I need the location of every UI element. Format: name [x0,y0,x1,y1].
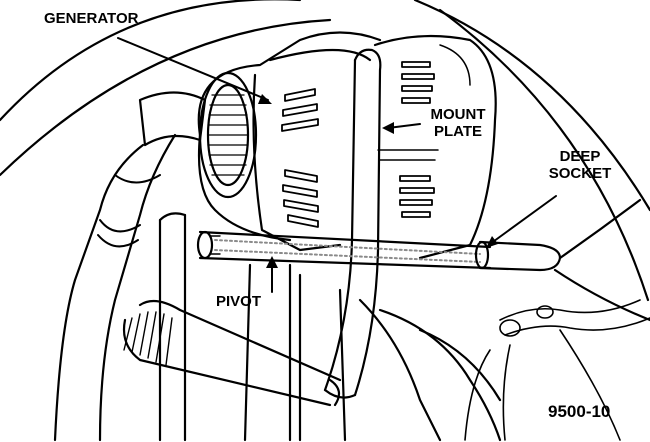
front-cooling-slots [281,88,319,228]
callout-leaders [117,37,557,293]
lower-ribbed-hose [122,299,342,407]
lower-bracket [158,212,502,442]
engine-outline-arcs [0,0,650,302]
deep-socket-label: DEEP SOCKET [542,148,618,182]
mount-plate-label-line1: MOUNT [430,106,486,123]
deep-socket [474,198,650,322]
mount-plate-label-line2: PLATE [433,123,483,140]
pivot-label: PIVOT [216,293,262,310]
deep-socket-leader [489,195,557,245]
upper-hose [53,91,207,442]
deep-socket-label-line1: DEEP [559,148,601,165]
figure-number: 9500-10 [548,402,611,421]
mount-plate [323,48,382,399]
generator-label: GENERATOR [44,10,139,27]
deep-socket-label-line2: SOCKET [548,165,612,182]
wiring-harness [464,299,650,441]
mount-plate-label: MOUNT PLATE [420,106,496,140]
generator-body [197,31,497,260]
rear-cooling-slots [399,61,435,218]
generator-leader [117,37,269,101]
pivot-bolt-bar [196,230,492,270]
arrowheads [258,94,498,268]
